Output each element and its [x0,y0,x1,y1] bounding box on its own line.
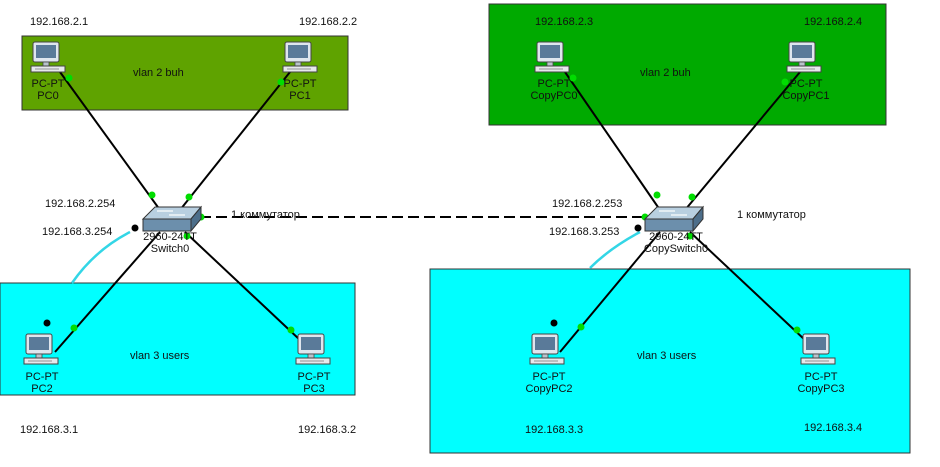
switch0-switch-icon[interactable] [142,206,202,232]
ip-copyswitch0-vlan2: 192.168.2.253 [552,198,623,210]
link-status-dot-down [43,319,51,327]
link-status-dot [569,74,577,82]
link-status-dot-down [634,224,642,232]
note-copyswitch0: 1 коммутатор [737,209,806,221]
ip-pc2: 192.168.3.1 [20,424,79,436]
copyswitch0-switch-icon[interactable] [644,206,704,232]
link-status-dot [65,74,73,82]
ip-copypc2: 192.168.3.3 [525,424,584,436]
ip-copypc3: 192.168.3.4 [804,422,863,434]
ip-switch0-vlan2: 192.168.2.254 [45,198,116,210]
note-switch0: 1 коммутатор [231,209,300,221]
link-status-dot [653,191,661,199]
zone-vlan2-right [488,3,887,126]
link-status-dot [185,193,193,201]
link-copypc3-copyswitch0[interactable] [689,231,806,341]
ip-copypc0: 192.168.2.3 [535,16,594,28]
zone-label-vlan3-left: vlan 3 users [130,350,190,362]
console-cable-left[interactable] [70,230,131,284]
ip-pc3: 192.168.3.2 [298,424,357,436]
link-pc2-switch0[interactable] [54,231,161,353]
link-pc3-switch0[interactable] [184,231,301,341]
link-status-dot-down [131,224,139,232]
link-status-dot [148,191,156,199]
link-copypc0-copyswitch0[interactable] [564,71,661,211]
ip-copyswitch0-vlan3: 192.168.3.253 [549,226,620,238]
link-status-dot-down [550,319,558,327]
link-status-dot [577,323,585,331]
zone-label-vlan2-left: vlan 2 buh [133,67,184,79]
link-status-dot [686,232,694,240]
zone-label-vlan2-right: vlan 2 buh [640,67,691,79]
zone-vlan3-left [0,282,356,396]
link-pc0-switch0[interactable] [59,71,161,211]
link-pc1-switch0[interactable] [179,71,291,211]
link-status-dot [793,326,801,334]
ip-switch0-vlan3: 192.168.3.254 [42,226,113,238]
link-status-dot [287,326,295,334]
link-status-dot [781,78,789,86]
zone-label-vlan3-right: vlan 3 users [637,350,697,362]
link-status-dot [70,324,78,332]
console-cable-right[interactable] [589,230,641,269]
link-copypc1-copyswitch0[interactable] [684,71,801,211]
link-status-dot [688,193,696,201]
link-copypc2-copyswitch0[interactable] [559,231,661,353]
link-status-dot [183,232,191,240]
ip-pc1: 192.168.2.2 [299,16,358,28]
ip-copypc1: 192.168.2.4 [804,16,863,28]
ip-pc0: 192.168.2.1 [30,16,89,28]
link-status-dot [277,78,285,86]
